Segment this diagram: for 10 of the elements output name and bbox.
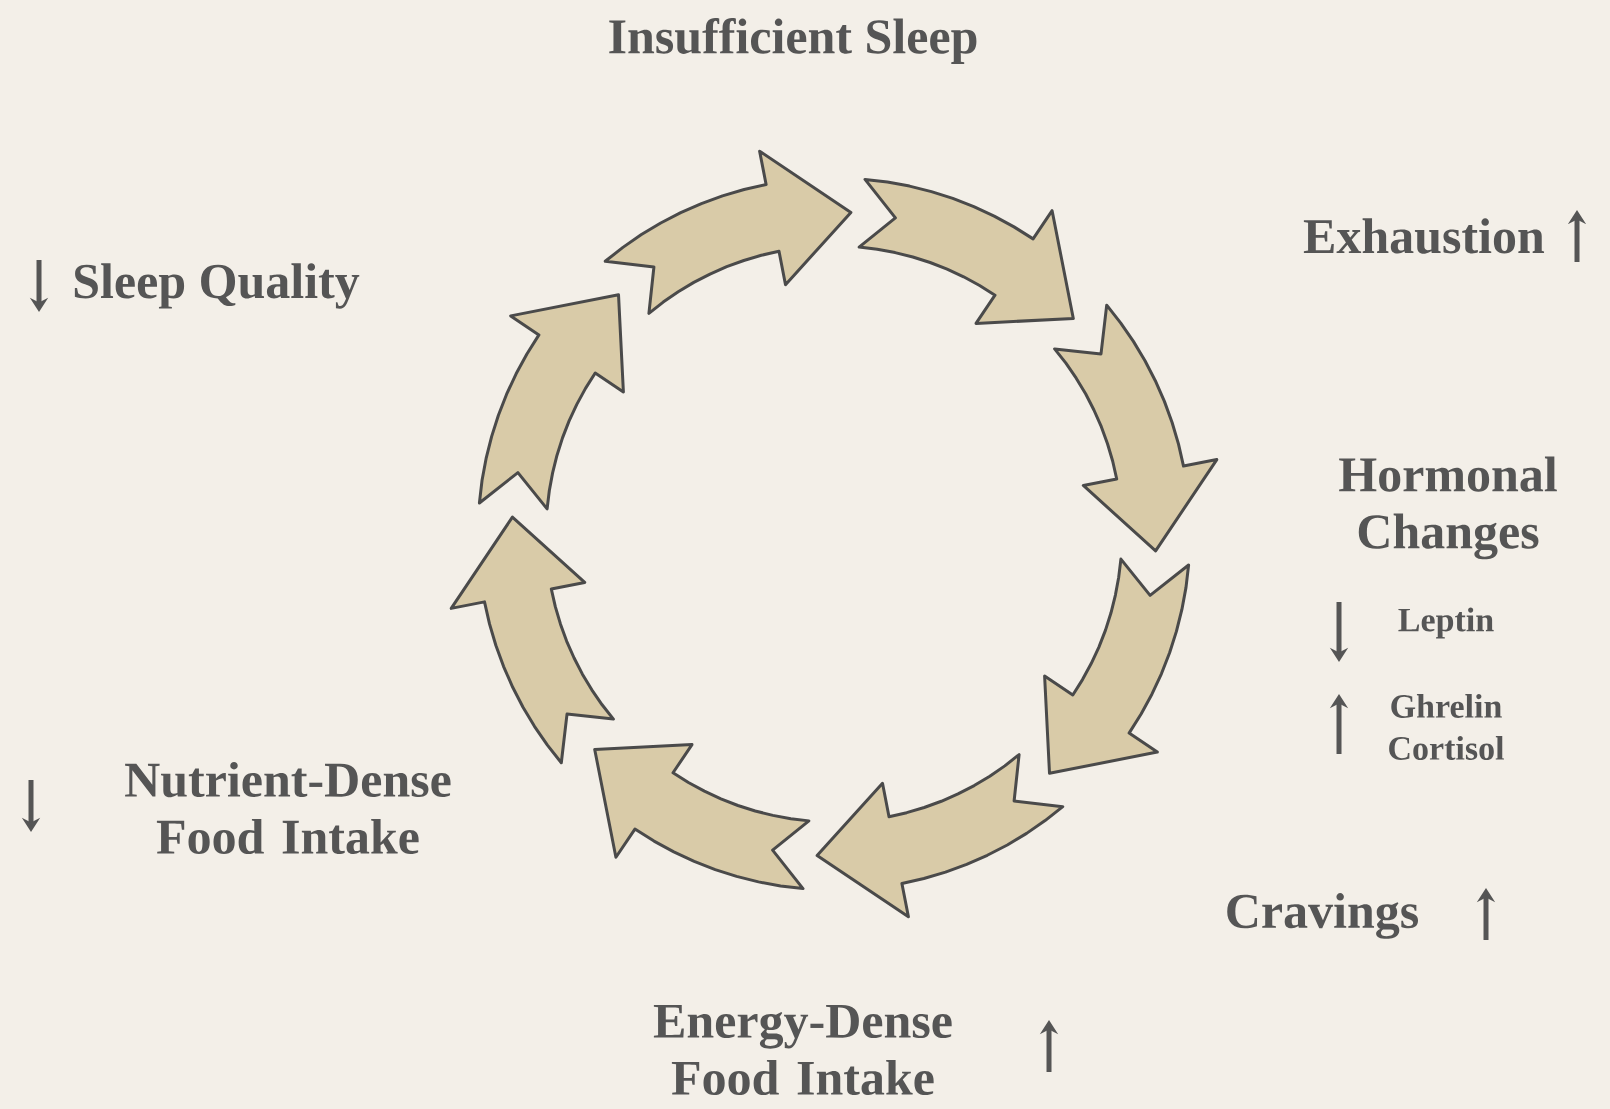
- label-text: Energy-Dense Food Intake: [653, 1004, 952, 1096]
- label-text: Sleep Quality: [74, 263, 360, 309]
- label-text: Insufficient Sleep: [609, 18, 977, 64]
- label-text: Cortisol: [1389, 736, 1504, 760]
- label-text: Nutrient-Dense Food Intake: [125, 761, 451, 855]
- label-text: Exhaustion: [1303, 218, 1545, 254]
- label-text: Ghrelin: [1391, 694, 1502, 718]
- label-text: Leptin: [1398, 607, 1494, 639]
- label-text: Hormonal Changes: [1339, 456, 1557, 560]
- label-text: Cravings: [1227, 893, 1418, 939]
